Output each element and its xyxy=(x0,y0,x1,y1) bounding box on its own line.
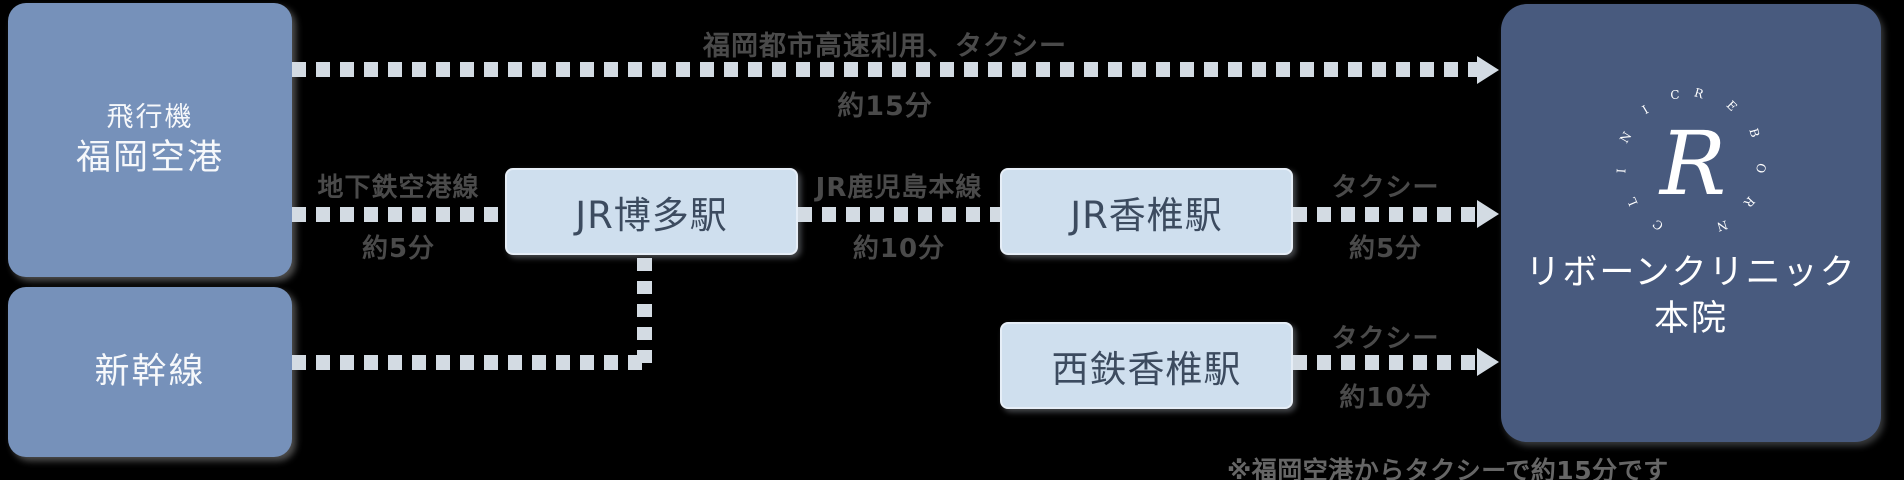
line-nishitetsu-to-clinic xyxy=(1293,355,1478,370)
line-airport-to-clinic xyxy=(292,62,1478,77)
jr-hakata-station-box: JR博多駅 xyxy=(505,168,798,255)
airplane-airport-box: 飛行機 福岡空港 xyxy=(8,3,292,277)
clinic-box: REBORN CLINIC R リボーンクリニック 本院 xyxy=(1501,4,1881,442)
jr-hakata-station-label: JR博多駅 xyxy=(575,193,728,237)
route-airport-hakata-method: 地下鉄空港線 xyxy=(317,173,480,203)
jr-kashii-station-label: JR香椎駅 xyxy=(1070,193,1223,237)
reborn-logo: REBORN CLINIC R xyxy=(1614,85,1766,242)
clinic-branch: 本院 xyxy=(1653,299,1728,339)
fukuoka-airport-label: 福岡空港 xyxy=(75,138,224,178)
airplane-label: 飛行機 xyxy=(106,102,194,133)
reborn-logo-icon: REBORN CLINIC R xyxy=(1614,85,1745,240)
clinic-name: リボーンクリニック xyxy=(1525,253,1857,293)
nishitetsu-kashii-station-box: 西鉄香椎駅 xyxy=(1000,322,1293,409)
route-airport-direct-time: 約15分 xyxy=(837,91,933,122)
shinkansen-box: 新幹線 xyxy=(8,287,292,457)
access-footnote: ※福岡空港からタクシーで約15分です xyxy=(1227,456,1669,480)
jr-kashii-station-box: JR香椎駅 xyxy=(1000,168,1293,255)
arrow-right-icon xyxy=(1477,200,1499,228)
line-hakata-to-kashii xyxy=(798,207,1000,222)
route-nishitetsu-clinic-time: 約10分 xyxy=(1339,383,1432,413)
route-hakata-kashii-time: 約10分 xyxy=(852,234,946,264)
logo-initial: R xyxy=(1658,112,1726,215)
route-nishitetsu-clinic-method: タクシー xyxy=(1331,324,1440,354)
route-airport-direct-method: 福岡都市高速利用、タクシー xyxy=(703,31,1067,62)
route-airport-hakata-time: 約5分 xyxy=(361,234,436,264)
line-shinkansen-to-hakata xyxy=(292,355,645,370)
arrow-right-icon xyxy=(1477,56,1499,84)
arrow-right-icon xyxy=(1477,348,1499,376)
nishitetsu-kashii-station-label: 西鉄香椎駅 xyxy=(1051,347,1242,391)
line-hakata-vertical xyxy=(637,258,652,370)
route-hakata-kashii-method: JR鹿児島本線 xyxy=(815,173,983,203)
shinkansen-label: 新幹線 xyxy=(94,352,206,392)
line-jrkashii-to-clinic xyxy=(1293,207,1478,222)
line-airport-to-hakata xyxy=(292,207,505,222)
route-jrkashii-clinic-time: 約5分 xyxy=(1348,234,1423,264)
route-jrkashii-clinic-method: タクシー xyxy=(1331,173,1440,203)
